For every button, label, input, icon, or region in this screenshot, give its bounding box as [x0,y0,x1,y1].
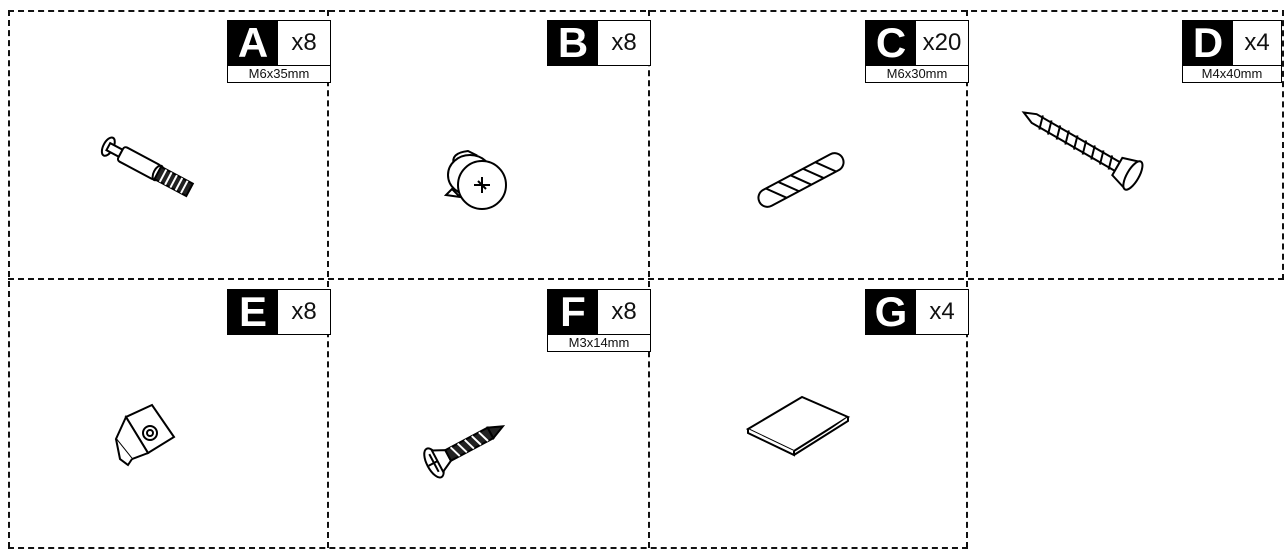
part-letter: F [548,290,598,334]
part-cell-d: D x4 M4x40mm [966,10,1284,278]
part-size: M4x40mm [1182,66,1282,83]
part-cell-a: A x8 M6x35mm [8,10,331,278]
part-size: M3x14mm [547,335,651,352]
part-quantity: x4 [1244,29,1270,56]
felt-pad-icon [745,395,851,457]
grid-line-bottom [8,547,968,549]
part-label-d: D x4 M4x40mm [1182,20,1282,83]
part-cell-g: G x4 [648,279,969,547]
grid-line-col2 [648,10,650,548]
part-letter: A [228,21,278,65]
grid-line-left [8,10,10,548]
grid-line-top [8,10,1278,12]
part-size: M6x35mm [227,66,331,83]
corner-bracket-icon [114,403,176,467]
grid-line-col1 [327,10,329,548]
grid-line-middle [8,278,1284,280]
part-quantity: x4 [929,298,955,325]
part-cell-c: C x20 M6x30mm [648,10,969,278]
part-letter: D [1183,21,1233,65]
part-quantity: x8 [611,298,637,325]
part-cell-e: E x8 [8,279,331,547]
part-label-g: G x4 [865,289,969,335]
wood-screw-long-icon [1021,111,1144,191]
part-quantity: x20 [922,29,962,56]
grid-line-col3 [966,10,968,548]
part-label-c: C x20 M6x30mm [865,20,969,83]
part-label-e: E x8 [227,289,331,335]
part-letter: E [228,290,278,334]
cam-bolt-icon [100,136,195,198]
part-quantity: x8 [611,29,637,56]
grid-line-right [1282,10,1284,280]
part-cell-b: B x8 [328,10,651,278]
part-label-b: B x8 [547,20,651,66]
short-screw-icon [423,425,506,479]
part-label-f: F x8 M3x14mm [547,289,651,352]
part-label-a: A x8 M6x35mm [227,20,331,83]
part-letter: C [866,21,916,65]
part-quantity: x8 [291,298,317,325]
part-quantity: x8 [291,29,317,56]
cam-lock-nut-icon [443,149,507,210]
part-size: M6x30mm [865,66,969,83]
part-cell-f: F x8 M3x14mm [328,279,651,547]
wooden-dowel-icon [757,152,845,208]
part-letter: G [866,290,916,334]
part-letter: B [548,21,598,65]
